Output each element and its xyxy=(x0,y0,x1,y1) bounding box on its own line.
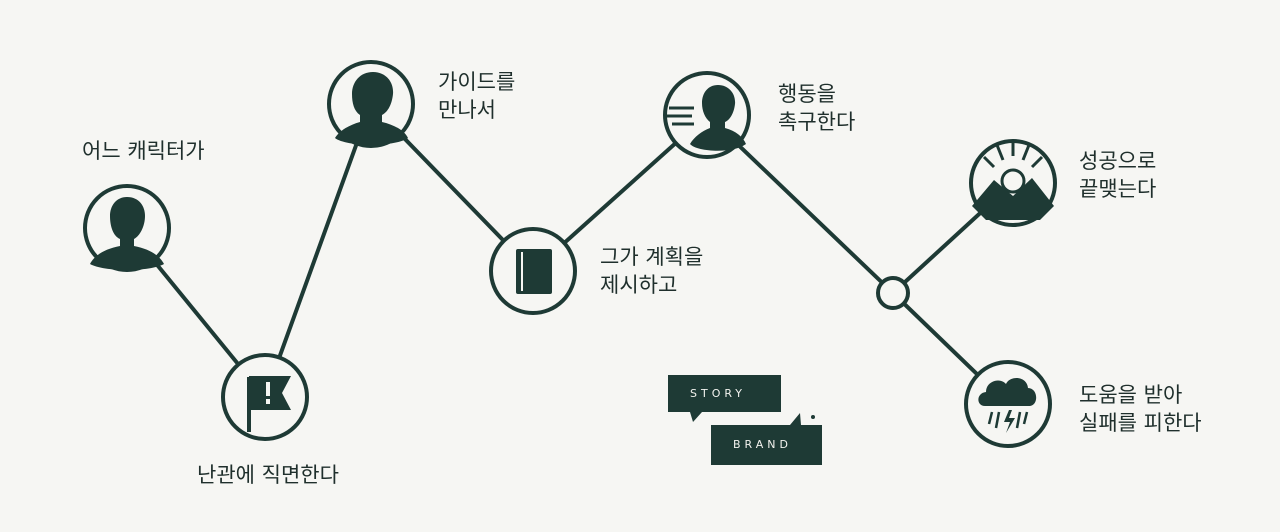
sunrise-mountain-icon xyxy=(972,140,1054,220)
step-3-text-line2: 만나서 xyxy=(438,98,496,122)
junction-node xyxy=(876,276,910,310)
step-5-text-line1: 행동을 xyxy=(778,82,836,106)
connector-2-3 xyxy=(263,103,373,398)
step-1-text: 어느 캐릭터가 xyxy=(82,139,205,163)
running-person-icon xyxy=(664,85,746,151)
step-2-text: 난관에 직면한다 xyxy=(197,463,339,487)
node-call-to-action xyxy=(663,71,751,159)
step-6-text-line1: 성공으로 xyxy=(1079,149,1157,173)
storm-cloud-icon xyxy=(978,378,1037,433)
step-7-text-line1: 도움을 받아 xyxy=(1079,383,1183,407)
node-plan xyxy=(489,227,577,315)
step-label-problem: 난관에 직면한다 xyxy=(197,461,339,489)
step-label-success: 성공으로 끝맺는다 xyxy=(1079,147,1156,203)
step-7-text-line2: 실패를 피한다 xyxy=(1079,411,1202,435)
person-icon xyxy=(90,197,164,270)
step-label-failure: 도움을 받아 실패를 피한다 xyxy=(1079,381,1202,437)
step-3-text-line1: 가이드를 xyxy=(438,70,516,94)
step-5-text-line2: 촉구한다 xyxy=(778,110,856,134)
guide-icon xyxy=(335,72,408,145)
step-label-guide: 가이드를 만나서 xyxy=(438,68,515,124)
logo-brand-text: BRAND xyxy=(733,438,792,451)
step-4-text-line1: 그가 계획을 xyxy=(600,245,704,269)
step-label-character: 어느 캐릭터가 xyxy=(82,137,205,165)
step-4-text-line2: 제시하고 xyxy=(600,273,678,297)
book-icon xyxy=(516,249,552,294)
logo-story-text: STORY xyxy=(690,387,747,400)
node-success xyxy=(969,139,1057,227)
step-6-text-line2: 끝맺는다 xyxy=(1079,177,1157,201)
storybrand-logo xyxy=(668,375,822,465)
node-failure xyxy=(964,360,1052,448)
step-label-plan: 그가 계획을 제시하고 xyxy=(600,243,703,299)
step-label-call-to-action: 행동을 촉구한다 xyxy=(778,80,855,136)
node-problem xyxy=(221,353,309,441)
node-guide xyxy=(327,60,415,148)
node-character xyxy=(83,184,171,272)
flag-icon xyxy=(247,376,291,432)
